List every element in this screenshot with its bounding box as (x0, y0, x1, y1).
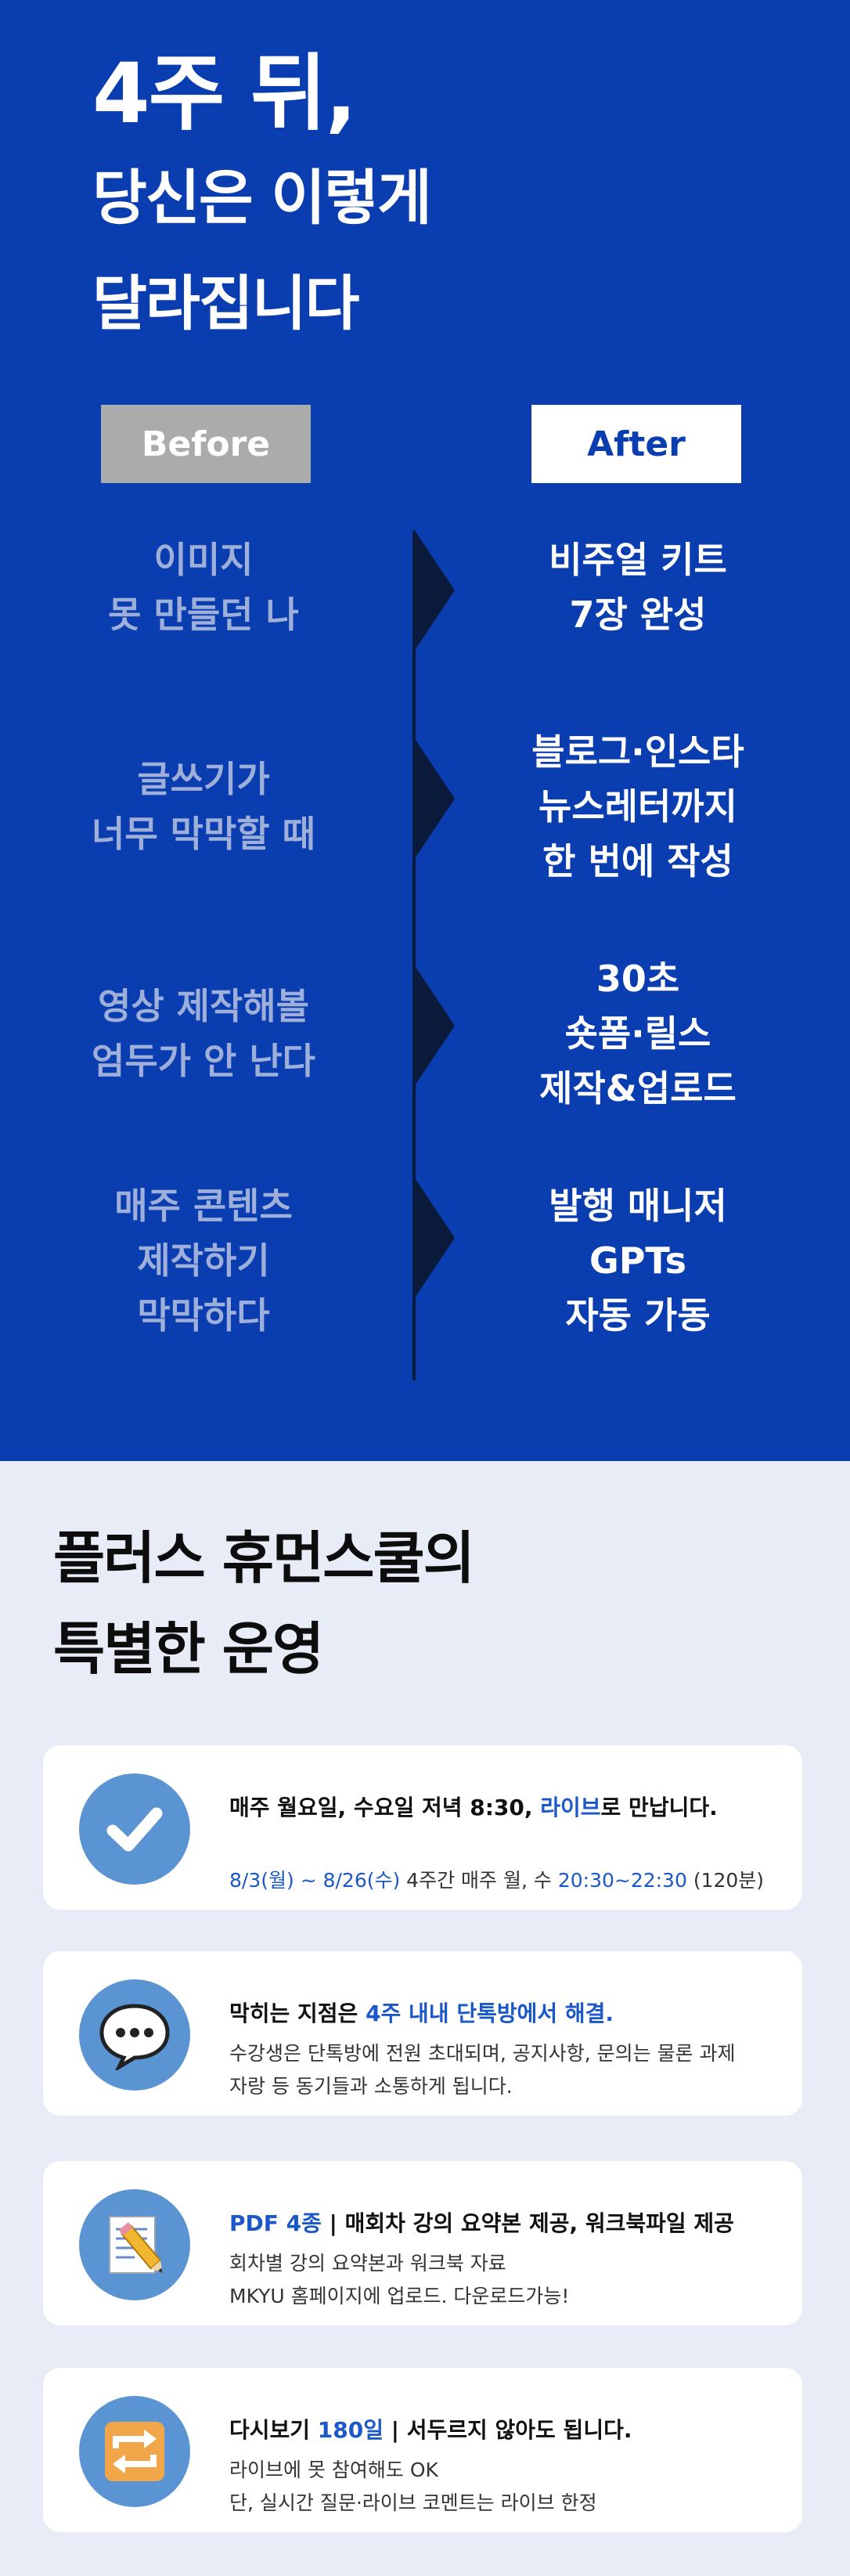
before-item: 글쓰기가 너무 막막할 때 (92, 758, 315, 855)
section-title: 플러스 휴먼스쿨의 특별한 운영 (53, 1525, 475, 1682)
card-body: 수강생은 단톡방에 전원 초대되며, 공지사항, 문의는 물론 과제 자랑 등 … (229, 2042, 736, 2098)
hero-title: 4주 뒤, 당신은 이렇게 달라집니다 (92, 43, 432, 356)
before-item: 영상 제작해볼 엄두가 안 난다 (92, 985, 315, 1082)
speech-bubble-icon (79, 1979, 190, 2091)
schedule-time: 20:30~22:30 (557, 1869, 687, 1892)
card-heading-highlight: 라이브 (540, 1795, 601, 1820)
before-item: 이미지 못 만들던 나 (108, 539, 299, 636)
card-heading-text: | 매회차 강의 요약본 제공, 워크북파일 제공 (321, 2210, 734, 2236)
before-label: Before (101, 405, 311, 483)
schedule-dates: 8/3(월) ~ 8/26(수) (229, 1869, 401, 1892)
schedule-duration: (120분) (686, 1869, 765, 1892)
card-heading-text: | 서두르지 않아도 됩니다. (384, 2417, 632, 2443)
check-icon (79, 1773, 190, 1885)
after-item: 발행 매니저 GPTs 자동 가동 (549, 1185, 727, 1337)
hero-section: 4주 뒤, 당신은 이렇게 달라집니다 Before After 이미지 못 만… (0, 0, 850, 1461)
card-heading-highlight: 180일 (317, 2417, 384, 2443)
timeline-arrow (414, 965, 455, 1087)
info-card-pdf: PDF 4종 | 매회차 강의 요약본 제공, 워크북파일 제공 회차별 강의 … (43, 2161, 802, 2325)
hero-title-line1: 4주 뒤, (92, 45, 357, 142)
card-body: 8/3(월) ~ 8/26(수) 4주간 매주 월, 수 20:30~22:30… (229, 1831, 764, 1897)
schedule-text: 4주간 매주 월, 수 (400, 1869, 558, 1892)
before-item: 매주 콘텐츠 제작하기 막막하다 (114, 1185, 293, 1337)
timeline-arrow (414, 1177, 455, 1299)
card-heading-text: 매주 월요일, 수요일 저녁 8:30, (229, 1795, 541, 1820)
card-heading: 막히는 지점은 4주 내내 단톡방에서 해결. (229, 1997, 614, 2028)
after-item: 블로그·인스타 뉴스레터까지 한 번에 작성 (531, 731, 744, 882)
card-heading-text: 다시보기 (229, 2417, 318, 2443)
info-card-chatroom: 막히는 지점은 4주 내내 단톡방에서 해결. 수강생은 단톡방에 전원 초대되… (43, 1951, 802, 2116)
card-heading: 다시보기 180일 | 서두르지 않아도 됩니다. (229, 2413, 632, 2444)
card-heading: 매주 월요일, 수요일 저녁 8:30, 라이브로 만납니다. (229, 1791, 718, 1822)
repeat-arrows-icon (79, 2396, 190, 2507)
card-body: 회차별 강의 요약본과 워크북 자료 MKYU 홈페이지에 업로드. 다운로드가… (229, 2252, 570, 2307)
info-card-live: 매주 월요일, 수요일 저녁 8:30, 라이브로 만납니다. 8/3(월) ~… (43, 1745, 802, 1910)
hero-title-line2: 당신은 이렇게 (92, 163, 432, 233)
card-heading-text: 로 만납니다. (600, 1795, 718, 1820)
info-card-replay: 다시보기 180일 | 서두르지 않아도 됩니다. 라이브에 못 참여해도 OK… (43, 2368, 802, 2532)
card-heading: PDF 4종 | 매회차 강의 요약본 제공, 워크북파일 제공 (229, 2206, 734, 2238)
operations-section: 플러스 휴먼스쿨의 특별한 운영 매주 월요일, 수요일 저녁 8:30, 라이… (0, 1461, 850, 2576)
card-heading-highlight: PDF 4종 (229, 2210, 322, 2236)
hero-title-line3: 달라집니다 (92, 269, 360, 338)
timeline-arrow (414, 529, 455, 651)
after-item: 30초 숏폼·릴스 제작&업로드 (539, 958, 737, 1109)
after-label: After (531, 405, 741, 483)
card-body: 라이브에 못 참여해도 OK 단, 실시간 질문·라이브 코멘트는 라이브 한정 (229, 2459, 597, 2514)
timeline-divider (412, 531, 416, 1380)
memo-pencil-icon (79, 2189, 190, 2300)
card-heading-highlight: 4주 내내 단톡방에서 해결. (366, 2001, 614, 2026)
timeline-arrow (414, 738, 455, 860)
card-heading-text: 막히는 지점은 (229, 2001, 366, 2026)
after-item: 비주얼 키트 7장 완성 (549, 539, 727, 636)
